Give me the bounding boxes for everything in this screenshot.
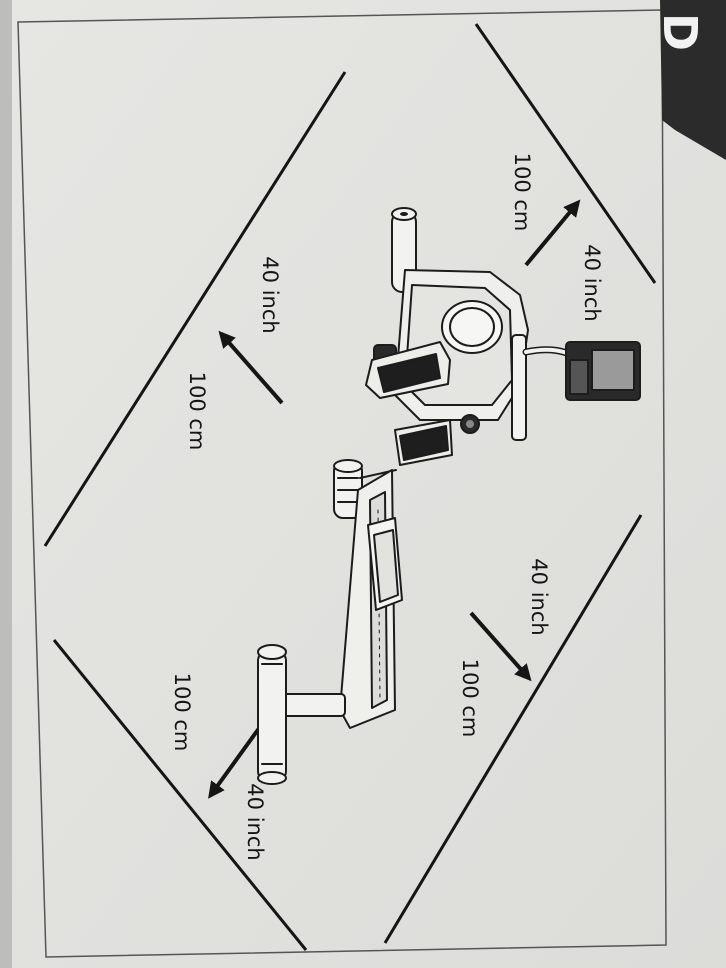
arrow-icon (524, 199, 581, 267)
clearance-line-bottom-right (383, 514, 643, 944)
diagram-frame (17, 9, 667, 958)
arrow-icon (218, 330, 284, 405)
arrow-icon (208, 718, 267, 799)
label-top-right-imperial: 40 inch (580, 244, 604, 321)
rowing-machine-icon (257, 207, 641, 785)
label-bottom-left-imperial: 40 inch (243, 783, 267, 860)
clearance-line-bottom-left (52, 639, 308, 951)
label-top-left-imperial: 40 inch (258, 256, 282, 333)
section-tab: D (653, 0, 726, 160)
label-bottom-left-metric: 100 cm (170, 673, 194, 752)
section-tab-letter: D (653, 13, 707, 51)
label-top-left-metric: 100 cm (185, 372, 209, 451)
clearance-line-top-right (474, 23, 657, 284)
arrow-icon (469, 611, 532, 682)
label-bottom-right-metric: 100 cm (458, 659, 482, 738)
clearance-line-top-left (43, 71, 347, 547)
label-top-right-metric: 100 cm (510, 153, 534, 232)
label-bottom-right-imperial: 40 inch (527, 558, 551, 635)
